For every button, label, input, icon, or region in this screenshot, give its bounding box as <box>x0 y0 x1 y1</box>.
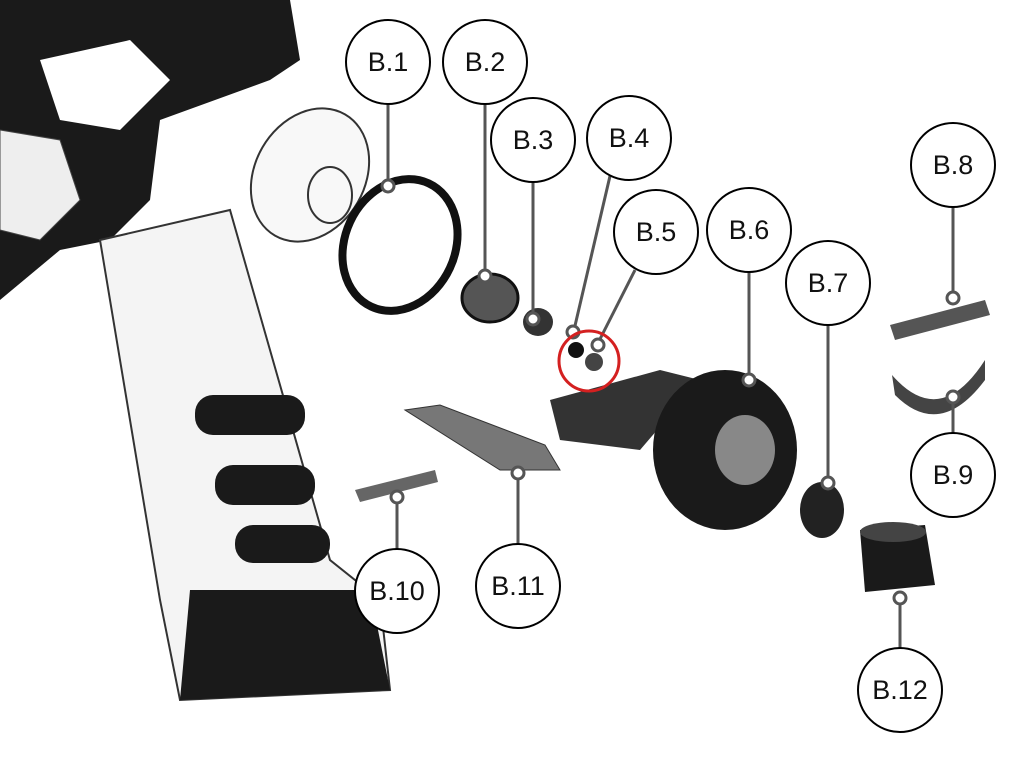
part-b10 <box>355 470 438 502</box>
callout-b2: B.2 <box>442 19 528 105</box>
highlight-circle-b5 <box>557 329 621 393</box>
callout-b11: B.11 <box>475 543 561 629</box>
leader-lines <box>380 104 961 648</box>
callout-b7: B.7 <box>785 240 871 326</box>
callout-b8: B.8 <box>910 122 996 208</box>
callout-b5: B.5 <box>613 189 699 275</box>
part-b6-housing <box>550 370 797 530</box>
part-b7 <box>800 482 844 538</box>
callout-b3: B.3 <box>490 97 576 183</box>
part-b11 <box>403 404 561 471</box>
callout-b1: B.1 <box>345 19 431 105</box>
part-b9 <box>892 360 985 415</box>
callout-b10: B.10 <box>354 548 440 634</box>
callout-b4: B.4 <box>586 95 672 181</box>
part-b12-bushing <box>860 522 935 592</box>
callout-b12: B.12 <box>857 647 943 733</box>
part-b5 <box>585 353 603 371</box>
part-b1-oring <box>338 175 462 315</box>
part-b4 <box>568 342 584 358</box>
callout-b9: B.9 <box>910 432 996 518</box>
part-b8 <box>890 300 990 340</box>
callout-b6: B.6 <box>706 187 792 273</box>
gun-body <box>0 0 392 702</box>
